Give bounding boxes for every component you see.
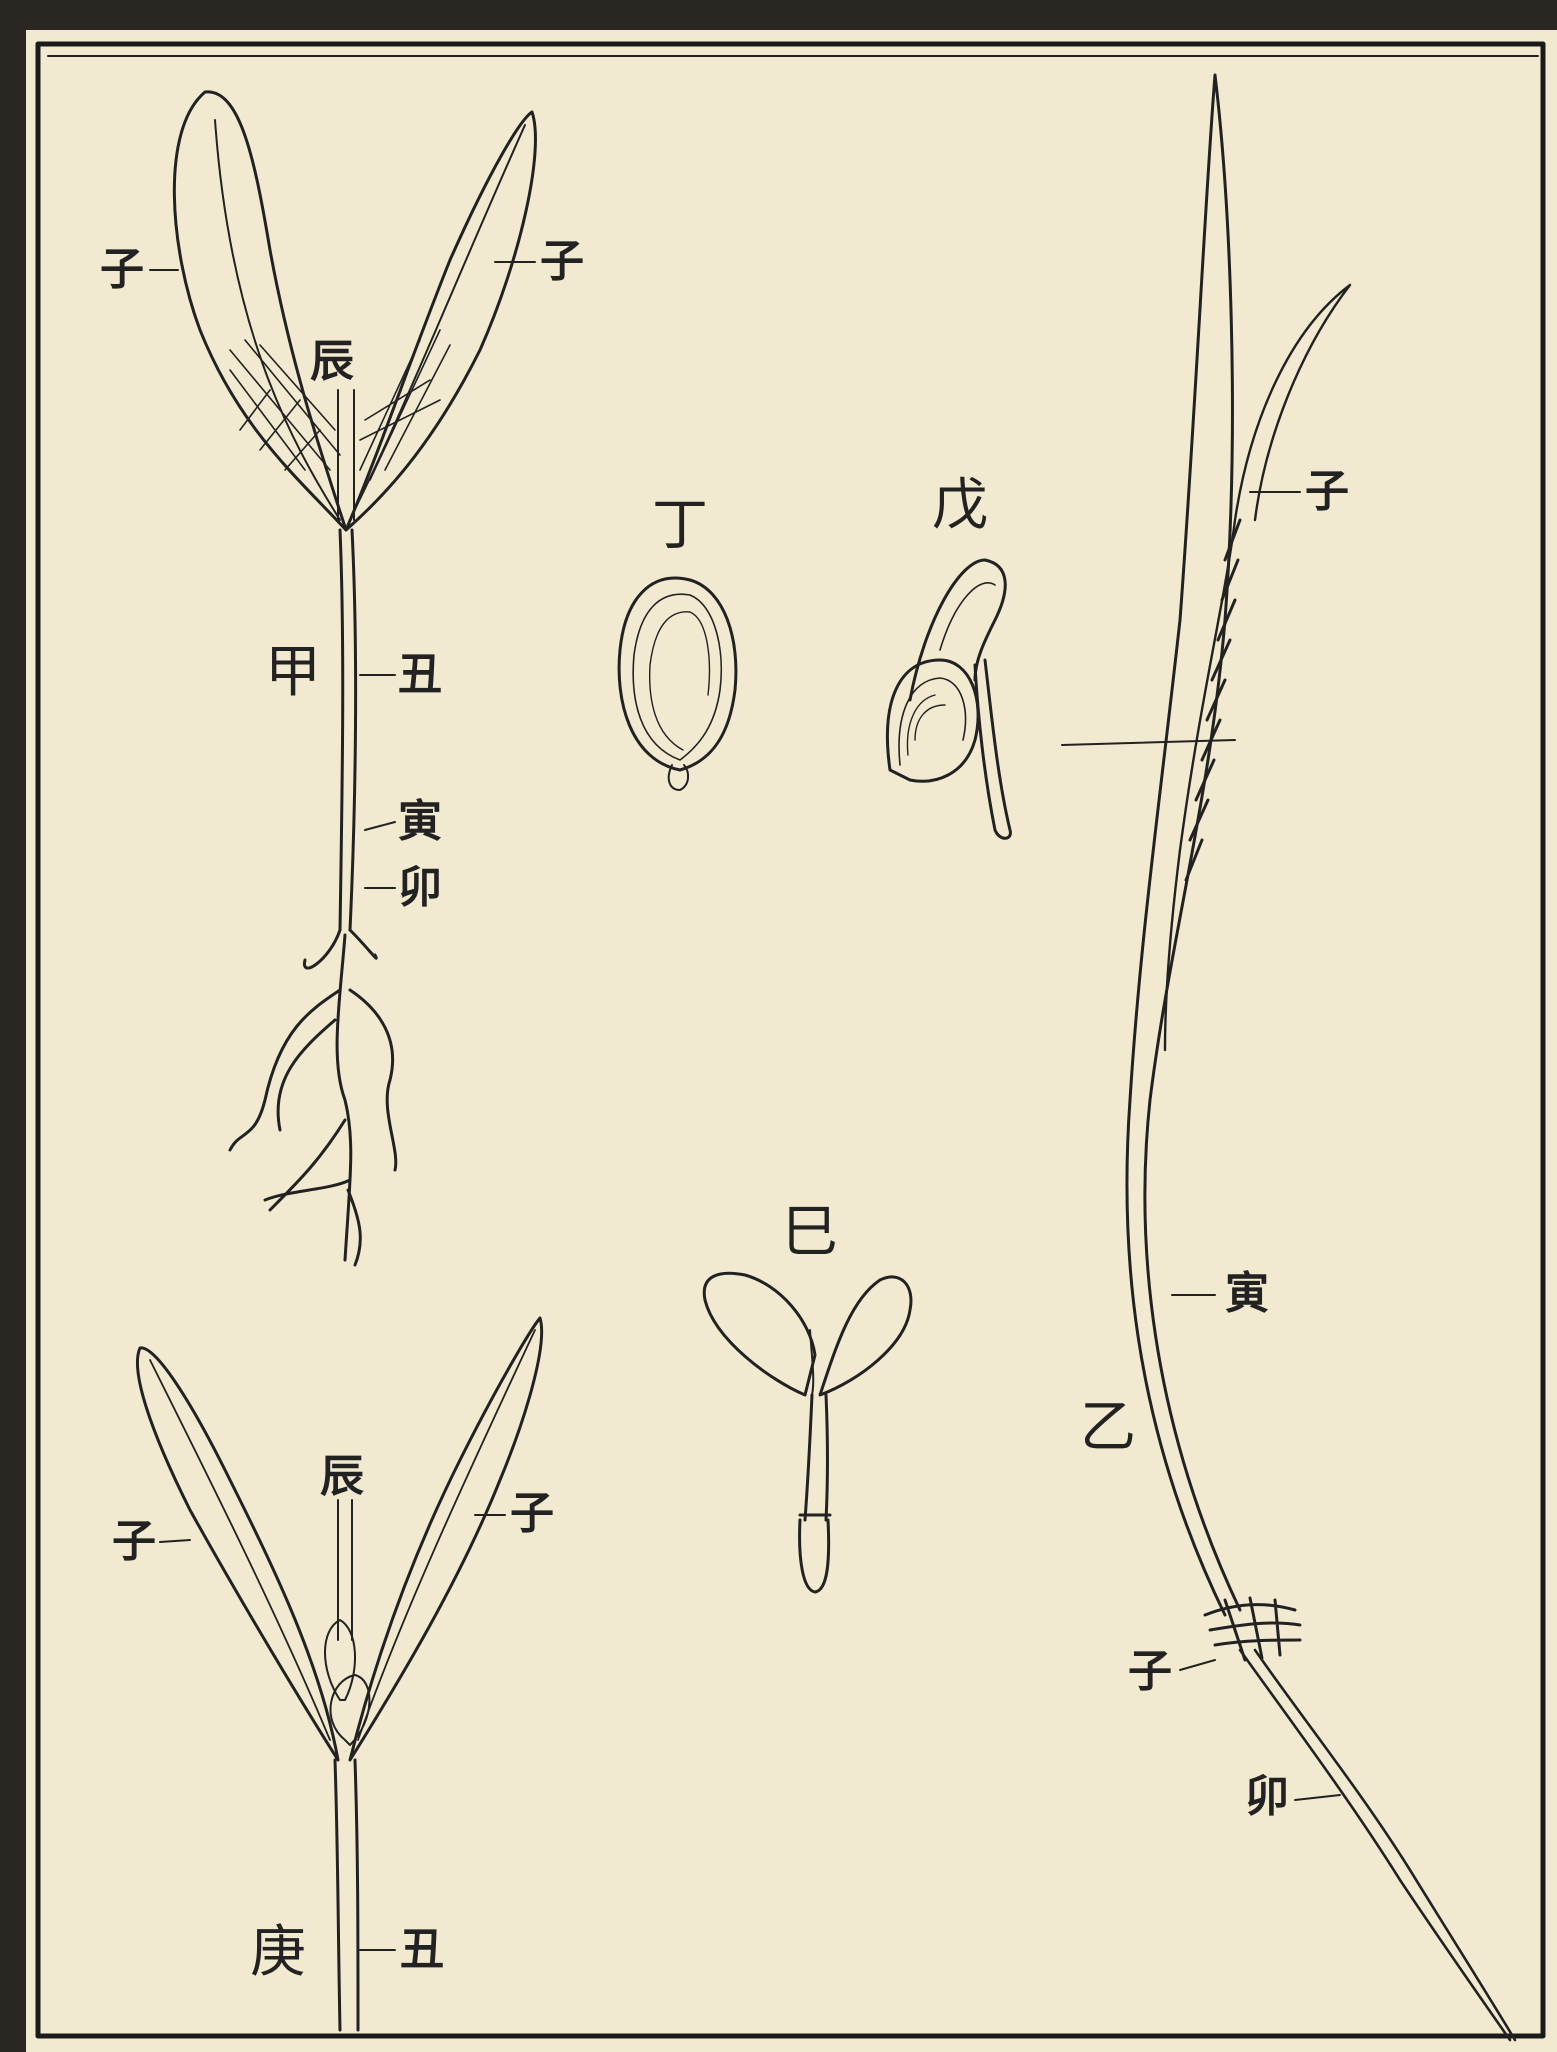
si-left-cotyledon	[704, 1273, 815, 1395]
jia-label-zi-left: 子	[100, 248, 144, 292]
jia-roots	[230, 930, 396, 1265]
yi-root-crown	[1205, 1598, 1300, 1660]
geng-right-cotyledon	[350, 1318, 542, 1760]
yi-coleoptile	[1127, 75, 1240, 1615]
figure-ding-seed	[619, 578, 736, 790]
yi-leaders	[1062, 492, 1340, 1800]
yi-label-zi-top: 子	[1305, 470, 1349, 514]
yi-first-leaf	[1165, 285, 1350, 1050]
yi-leaf-hatching	[1186, 520, 1240, 880]
figure-si-seedling	[704, 1273, 911, 1592]
yi-radicle	[1240, 1650, 1515, 2040]
top-dark-edge	[0, 0, 1557, 30]
yi-label-yin: 寅	[1225, 1272, 1269, 1316]
figure-yi-monocot-seedling	[1127, 75, 1515, 2040]
figure-si-label: 巳	[782, 1205, 838, 1261]
jia-label-chou: 丑	[398, 653, 442, 697]
jia-label-yin: 寅	[398, 800, 442, 844]
figure-wu-germinating-seed	[887, 560, 1010, 838]
figure-geng-seedling	[137, 1318, 541, 2030]
figure-yi-label: 乙	[1080, 1400, 1136, 1456]
geng-label-chou: 丑	[400, 1928, 444, 1972]
geng-label-zi-right: 子	[510, 1492, 554, 1536]
jia-hypocotyl	[340, 530, 356, 930]
figure-geng-label: 庚	[250, 1925, 306, 1981]
figure-wu-label: 戊	[932, 478, 988, 534]
jia-right-cotyledon-vein	[352, 125, 525, 515]
left-dark-edge	[0, 0, 26, 2052]
jia-label-mao: 卯	[398, 866, 442, 910]
geng-label-zi-left: 子	[112, 1520, 156, 1564]
geng-left-cotyledon	[137, 1348, 338, 1760]
si-right-cotyledon	[820, 1277, 911, 1395]
jia-label-zi-right: 子	[540, 240, 584, 284]
jia-label-chen: 辰	[310, 340, 354, 384]
yi-label-zi-bottom: 子	[1128, 1650, 1172, 1694]
figure-jia-seedling	[174, 92, 535, 1265]
figure-jia-label: 甲	[265, 645, 321, 701]
geng-label-chen: 辰	[320, 1455, 364, 1499]
figure-ding-label: 丁	[652, 498, 708, 554]
yi-label-mao: 卯	[1245, 1775, 1289, 1819]
jia-left-cotyledon	[174, 92, 346, 530]
